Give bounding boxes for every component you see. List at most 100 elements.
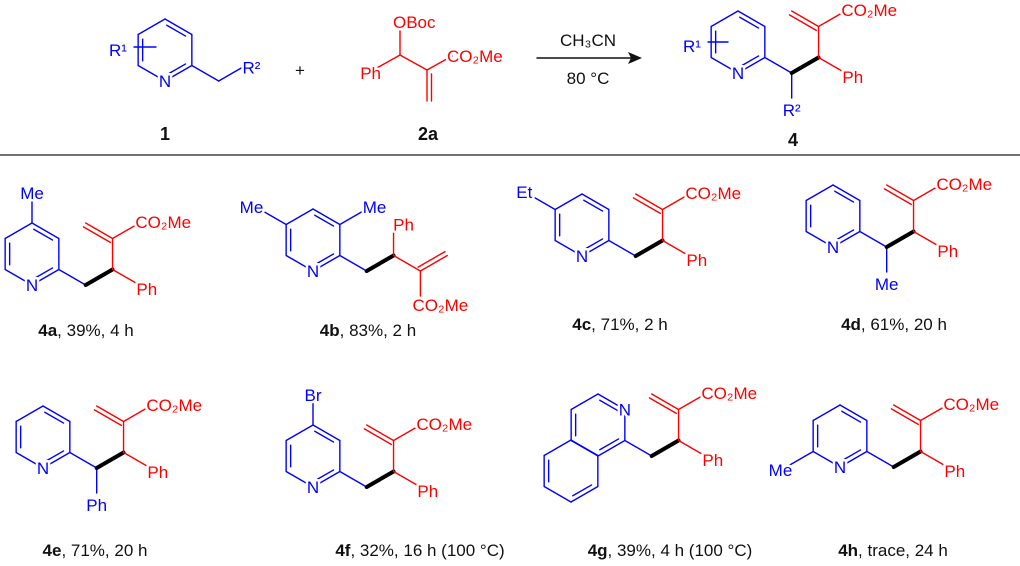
phenyl-label: Ph [147, 463, 168, 482]
ring-bond [554, 239, 583, 257]
compound-caption: 4e, 71%, 20 h [43, 541, 148, 560]
double-bond-line [93, 409, 122, 427]
bond [426, 55, 453, 71]
bond [122, 405, 152, 423]
nitrogen-label: N [307, 262, 319, 281]
double-bond-line [648, 397, 677, 415]
bond [912, 230, 942, 248]
ring-bond [805, 230, 834, 248]
compound-caption: 4c, 71%, 2 h [572, 315, 667, 334]
ring-bond [312, 470, 341, 488]
product-4-id: 4 [788, 130, 798, 150]
ester-label: CO₂Me [416, 415, 472, 434]
methyl-label: Me [20, 184, 44, 203]
ester-label: CO₂Me [943, 395, 999, 414]
ring-bond [597, 439, 626, 457]
ring-bond [164, 18, 193, 36]
bond [217, 64, 247, 82]
ring-bond [839, 404, 868, 422]
double-bond-line [599, 438, 620, 451]
ring-bond [581, 193, 610, 211]
compound-result: , trace, 24 h [858, 541, 948, 560]
bond [785, 450, 814, 468]
compound-id: 4b [320, 321, 340, 340]
double-bond-line [583, 199, 604, 212]
phenyl-label: Ph [944, 462, 965, 481]
double-bond-line [166, 24, 187, 37]
ring-bond [137, 64, 166, 82]
double-bond [790, 10, 820, 28]
bond [191, 64, 220, 82]
bond [392, 254, 422, 272]
compound-result: , 32%, 16 h (100 °C) [350, 541, 504, 560]
bond [817, 10, 847, 28]
nitrogen-label: N [619, 400, 631, 419]
r1-label: R¹ [683, 37, 701, 56]
ring-bond [285, 424, 314, 442]
bond [339, 254, 368, 272]
double-bond-line [33, 228, 54, 241]
ring-bond [42, 405, 71, 423]
compound-caption: 4b, 83%, 2 h [320, 321, 416, 340]
double-bond-line [363, 428, 392, 446]
r2-label: R² [243, 58, 261, 77]
double-bond-line [788, 14, 817, 32]
double-bond-line [841, 410, 862, 423]
reactant-1-id: 1 [160, 124, 170, 144]
ring-bond [15, 451, 44, 469]
phenyl-label: Ph [360, 64, 381, 83]
methyl-label: Me [363, 198, 387, 217]
ester-label: CO₂Me [146, 396, 202, 415]
ester-label: CO₂Me [135, 213, 191, 232]
double-bond-line [841, 449, 862, 462]
bond [69, 451, 98, 469]
bond [258, 208, 287, 226]
double-bond-line [572, 484, 593, 497]
ring-bond [137, 18, 166, 36]
substituent-label: Me [875, 275, 899, 294]
ring-bond [839, 450, 868, 468]
nitrogen-label: N [37, 459, 49, 478]
ring-bond [737, 56, 766, 74]
double-bond-line [883, 188, 912, 206]
double-bond-line [82, 226, 111, 244]
bond [912, 184, 942, 202]
double-bond-line [890, 408, 919, 426]
compound-caption: 4h, trace, 24 h [838, 541, 948, 560]
temperature-label: 80 °C [567, 69, 610, 88]
oboc-label: OBoc [393, 13, 436, 32]
substituent-label: R² [783, 101, 801, 120]
ring-bond [15, 405, 44, 423]
bond [919, 404, 949, 422]
double-bond-line [314, 469, 335, 482]
ester-label: CO₂Me [841, 1, 897, 20]
double-bond-line [599, 399, 620, 412]
bold-bond [83, 267, 115, 287]
double-bond-line [314, 253, 335, 266]
bold-bond [891, 449, 923, 469]
ring-bond [832, 230, 861, 248]
plus-sign: + [295, 61, 305, 80]
ring-bond [312, 208, 341, 226]
double-bond-line [417, 250, 446, 268]
bond [661, 193, 691, 211]
compound-result: , 71%, 20 h [61, 541, 147, 560]
compound-id: 4g [588, 541, 608, 560]
bond [374, 54, 401, 70]
arrowhead-icon [628, 52, 642, 64]
double-bond-line [834, 190, 855, 203]
ring-bond [570, 485, 599, 503]
double-bond [365, 424, 395, 442]
nitrogen-label: N [159, 72, 171, 91]
bond [859, 230, 888, 248]
double-bond-line [739, 55, 760, 68]
